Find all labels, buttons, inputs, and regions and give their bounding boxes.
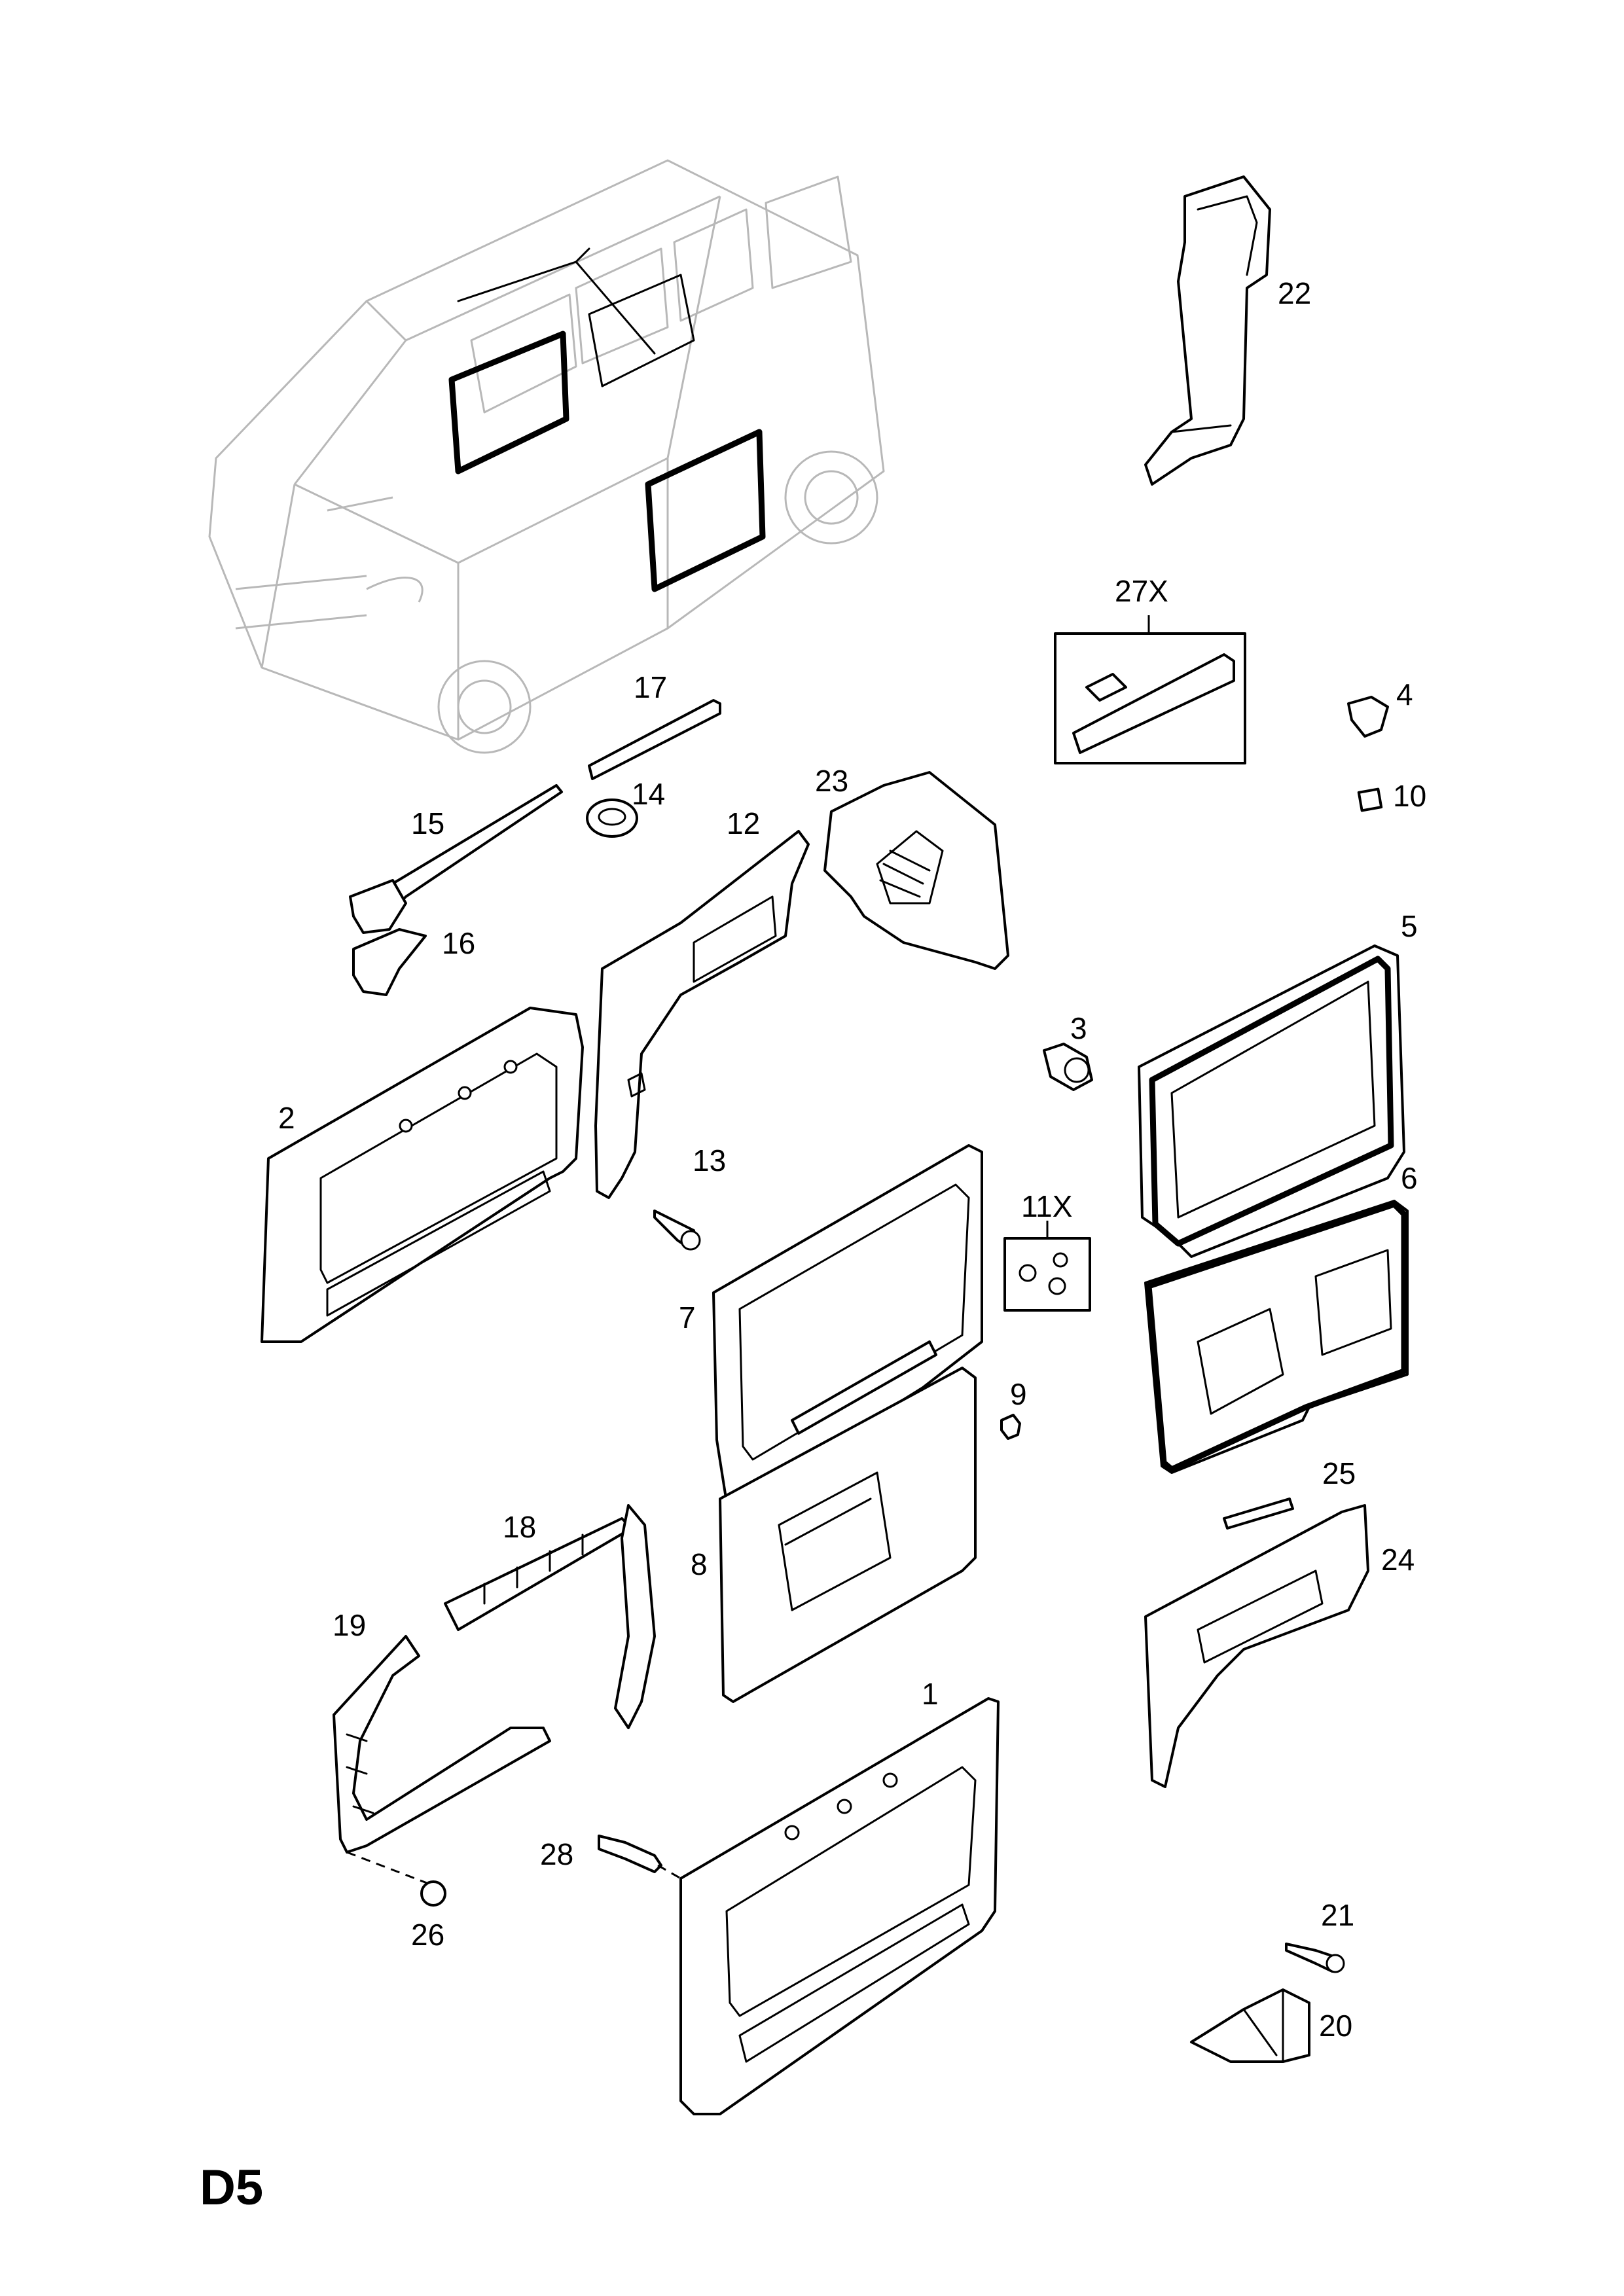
part-19-frame <box>333 1635 551 1854</box>
part-1-hole <box>882 1772 898 1788</box>
callout-27x: 27X <box>1115 574 1168 608</box>
part-21-screw-head <box>1326 1954 1345 1973</box>
part-8-door-lower-trim <box>719 1367 977 1703</box>
part-3-grommet-head <box>1064 1057 1090 1083</box>
part-7-window-opening <box>738 1183 970 1461</box>
part-7-lower-rail <box>791 1340 937 1435</box>
callout-23: 23 <box>815 764 849 798</box>
part-16-end-cap <box>352 928 427 996</box>
callout-22: 22 <box>1278 276 1312 310</box>
part-14-grommet-inner <box>598 808 626 826</box>
callout-15: 15 <box>411 806 445 840</box>
part-24-rear-trim <box>1144 1504 1369 1788</box>
part-2-lower-slot <box>326 1170 551 1317</box>
sheet-code: D5 <box>200 2160 264 2215</box>
callout-11x: 11X <box>1021 1189 1073 1223</box>
part-11x-kit-box <box>1003 1237 1091 1312</box>
callout-20: 20 <box>1319 2009 1353 2043</box>
part-23-quarter-trim <box>823 771 1009 970</box>
part-25-strip <box>1223 1498 1294 1530</box>
part-2-window-opening <box>319 1052 558 1284</box>
part-1-lower-slot <box>738 1903 970 2063</box>
callout-26: 26 <box>411 1918 445 1952</box>
callout-21: 21 <box>1321 1898 1355 1932</box>
callout-25: 25 <box>1322 1456 1356 1490</box>
part-11x-clip <box>1048 1277 1066 1295</box>
part-1-hole <box>837 1799 852 1814</box>
part-28-leader <box>657 1864 681 1880</box>
callout-5: 5 <box>1401 909 1418 943</box>
part-2-side-panel <box>261 1007 584 1343</box>
part-6-outline <box>1146 1201 1407 1473</box>
part-2-hole <box>399 1119 413 1133</box>
part-18-flex-strip <box>614 1504 656 1729</box>
part-20-detail <box>1242 1988 1284 2063</box>
part-1-window-opening <box>725 1766 977 2017</box>
callout-3: 3 <box>1070 1011 1087 1045</box>
callout-28: 28 <box>540 1837 574 1871</box>
part-1-side-panel <box>679 1697 1000 2115</box>
part-17-trim-strip <box>588 699 721 780</box>
part-4-clip <box>1347 696 1389 738</box>
callout-18: 18 <box>503 1510 537 1544</box>
part-11x-clip <box>1053 1252 1068 1268</box>
callout-12: 12 <box>727 806 761 840</box>
part-22-detail <box>1170 195 1258 433</box>
part-10-clip <box>1357 787 1383 812</box>
part-12-side-trim <box>594 830 810 1199</box>
part-7-door-trim <box>712 1144 983 1507</box>
part-26-push-clip <box>420 1880 446 1907</box>
part-19-detail <box>346 1733 374 1814</box>
callout-1: 1 <box>922 1677 939 1711</box>
callout-6: 6 <box>1401 1161 1418 1195</box>
part-5-window-seal <box>1149 956 1394 1247</box>
van-overview <box>208 159 885 754</box>
part-24-detail <box>1197 1570 1324 1664</box>
part-22-pillar-trim <box>1144 175 1271 486</box>
callout-13: 13 <box>693 1143 727 1177</box>
part-9-screw <box>1000 1414 1021 1440</box>
callout-2: 2 <box>278 1101 295 1135</box>
callout-7: 7 <box>679 1300 696 1335</box>
part-27x-clip <box>1085 673 1127 702</box>
callout-24: 24 <box>1381 1543 1415 1577</box>
callout-9: 9 <box>1010 1377 1027 1411</box>
callout-4: 4 <box>1396 677 1413 711</box>
part-18-clips <box>483 1534 584 1605</box>
part-12-detail <box>627 895 777 1098</box>
van-highlighted-panels <box>448 247 766 592</box>
part-28-screw <box>598 1835 662 1873</box>
part-11x-clip <box>1019 1264 1037 1282</box>
part-18-clip-strip <box>444 1517 633 1631</box>
part-19-26-dash <box>346 1851 433 1886</box>
part-5-glass-outline <box>1170 980 1376 1219</box>
part-1-hole <box>784 1825 800 1840</box>
callout-14: 14 <box>632 777 666 811</box>
part-27x-rail <box>1072 653 1235 754</box>
part-20-bracket <box>1190 1988 1310 2063</box>
part-2-hole <box>458 1086 472 1100</box>
callout-16: 16 <box>442 926 476 960</box>
callout-17: 17 <box>634 670 668 704</box>
part-13-screw-head <box>680 1230 701 1251</box>
callout-10: 10 <box>1393 779 1427 813</box>
part-6-recess <box>1197 1249 1392 1415</box>
part-15-end-cap <box>349 879 407 934</box>
callout-19: 19 <box>333 1608 367 1642</box>
callout-8: 8 <box>691 1547 708 1581</box>
part-15-trim-strip <box>391 784 563 911</box>
part-8-pocket <box>778 1471 892 1611</box>
part-5-window-panel <box>1138 944 1405 1258</box>
part-23-vent-grille <box>876 830 944 905</box>
part-2-hole <box>503 1060 518 1074</box>
